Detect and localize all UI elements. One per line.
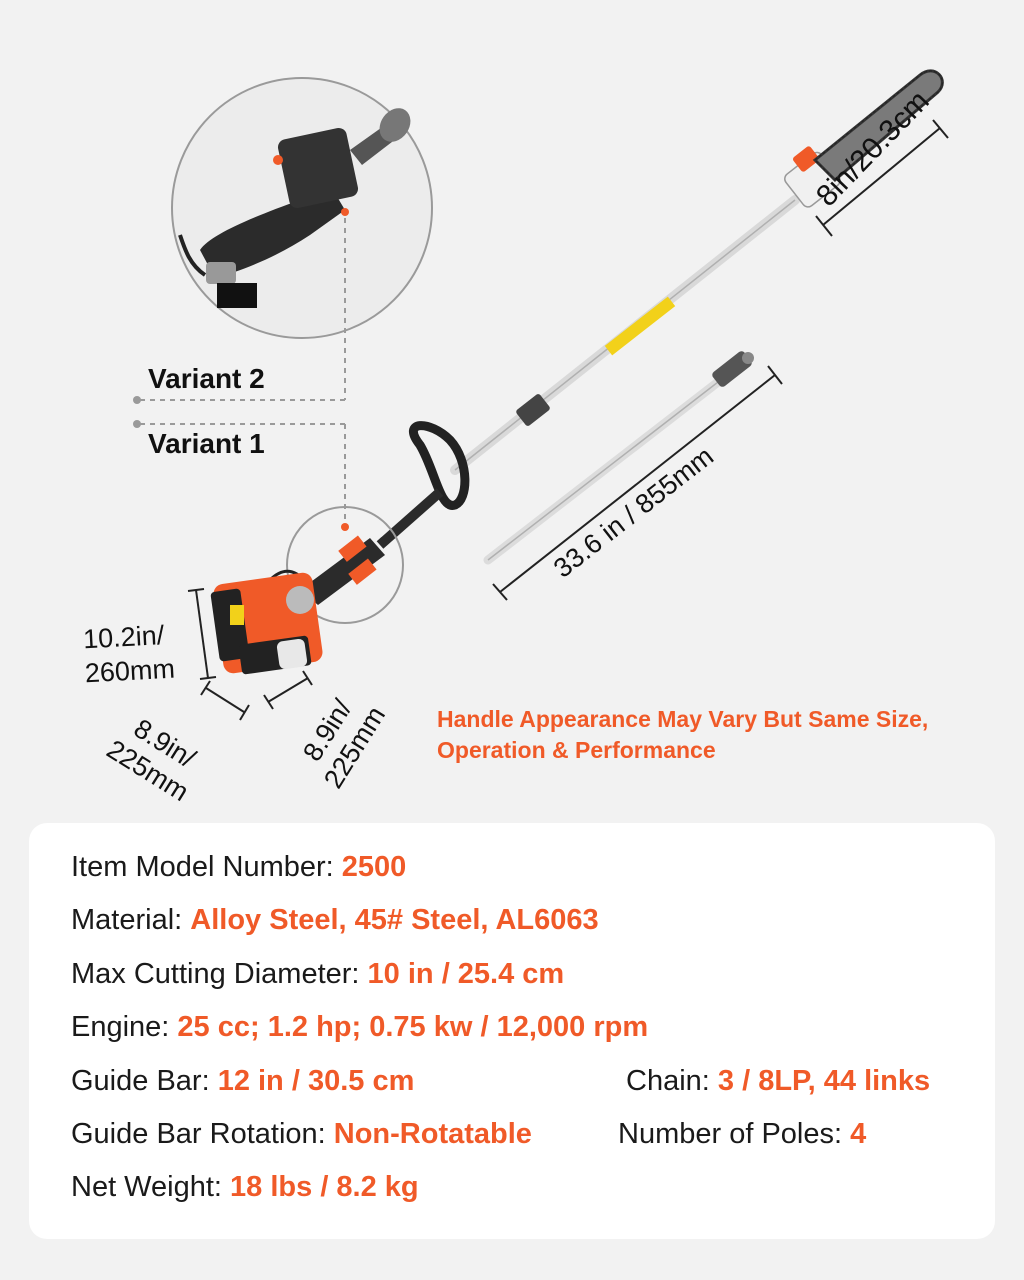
product-illustration: 8in/20.3cm 33.6 in / 855mm 10.2in/ 260mm… — [82, 69, 997, 807]
spec-label: Number of Poles: — [618, 1118, 851, 1150]
variant-1-label: Variant 1 — [148, 428, 265, 459]
chainsaw-head-icon — [784, 69, 944, 208]
spec-value: 18 lbs / 8.2 kg — [230, 1171, 419, 1203]
spec-max-cutting-diameter: Max Cutting Diameter: 10 in / 25.4 cm — [71, 958, 564, 991]
spec-label: Material: — [71, 904, 191, 936]
warning-label-strip — [604, 296, 676, 356]
spec-number-of-poles: Number of Poles: 4 — [618, 1118, 866, 1151]
spec-value: Alloy Steel, 45# Steel, AL6063 — [190, 904, 599, 936]
spec-value: 12 in / 30.5 cm — [217, 1065, 415, 1097]
spec-guide-bar: Guide Bar: 12 in / 30.5 cm — [71, 1065, 414, 1098]
spec-engine: Engine: 25 cc; 1.2 hp; 0.75 kw / 12,000 … — [71, 1011, 648, 1044]
handle-closeup-icon — [178, 108, 411, 308]
spec-chain: Chain: 3 / 8LP, 44 links — [626, 1065, 930, 1098]
spec-value: 3 / 8LP, 44 links — [717, 1065, 931, 1097]
note-line-2: Operation & Performance — [437, 737, 716, 763]
pole-saw-drawing — [133, 69, 949, 721]
spec-material: Material: Alloy Steel, 45# Steel, AL6063 — [71, 904, 599, 937]
specifications-card: Item Model Number: 2500 Material: Alloy … — [29, 823, 995, 1239]
engine-height-dimension: 10.2in/ 260mm — [82, 618, 175, 691]
note-line-1: Handle Appearance May Vary But Same Size… — [437, 706, 929, 732]
spec-label: Net Weight: — [71, 1171, 231, 1203]
d-handle-icon — [409, 421, 470, 510]
spec-label: Guide Bar: — [71, 1065, 218, 1097]
spec-net-weight: Net Weight: 18 lbs / 8.2 kg — [71, 1171, 419, 1204]
spec-value: 2500 — [341, 851, 407, 883]
spec-model-number: Item Model Number: 2500 — [71, 851, 406, 884]
spec-label: Chain: — [626, 1065, 718, 1097]
spec-label: Guide Bar Rotation: — [71, 1118, 334, 1150]
engine-icon — [210, 572, 323, 675]
variant-2-label: Variant 2 — [148, 363, 265, 394]
spec-guide-bar-rotation: Guide Bar Rotation: Non-Rotatable — [71, 1118, 532, 1151]
variant1-zoom-circle — [286, 506, 404, 624]
pole-clamp-icon — [516, 394, 550, 426]
spec-value: 4 — [850, 1118, 867, 1150]
spec-label: Max Cutting Diameter: — [71, 958, 368, 990]
spec-label: Engine: — [71, 1011, 178, 1043]
engine-height-line2: 260mm — [84, 653, 176, 689]
spec-value: 25 cc; 1.2 hp; 0.75 kw / 12,000 rpm — [177, 1011, 649, 1043]
extension-connector-icon — [712, 351, 754, 387]
engine-height-line1: 10.2in/ — [82, 620, 165, 655]
spec-value: 10 in / 25.4 cm — [367, 958, 565, 990]
spec-value: Non-Rotatable — [333, 1118, 532, 1150]
handle-appearance-note: Handle Appearance May Vary But Same Size… — [437, 704, 997, 766]
spec-label: Item Model Number: — [71, 851, 342, 883]
